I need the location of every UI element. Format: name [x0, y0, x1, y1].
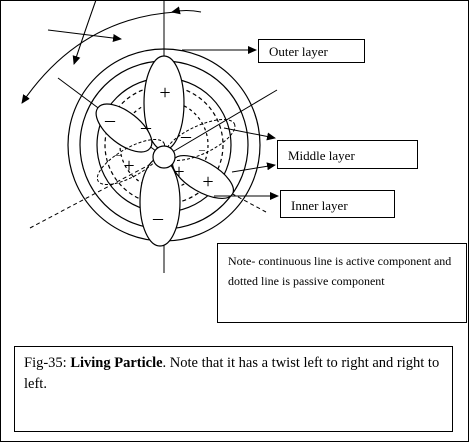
sign-plus-right: + [202, 171, 213, 193]
sign-minus-left: – [104, 109, 116, 131]
nucleus [152, 145, 176, 169]
sign-plus-top: + [159, 82, 170, 104]
middle-layer-label-text: Middle layer [288, 148, 355, 163]
petal-passive-left [96, 138, 166, 186]
sign-minus-center-right: – [180, 125, 192, 147]
dotted-diagonal-left [29, 156, 165, 229]
inner-layer-label-text: Inner layer [291, 198, 348, 213]
small-mark-right: – [198, 142, 206, 156]
figure-caption: Fig-35: Living Particle. Note that it ha… [14, 346, 453, 432]
legend-note: Note- continuous line is active componen… [217, 243, 467, 323]
caption-fig-number: Fig-35: [24, 355, 67, 371]
twist-arc-top-right [171, 6, 202, 15]
twist-arrow-horizontal [47, 29, 122, 42]
diagonal-line-right [163, 89, 278, 158]
middle-layer-leader-2 [231, 162, 276, 173]
sign-plus-left: + [123, 155, 134, 177]
twist-arc-left [72, 0, 97, 65]
sign-plus-center: + [173, 161, 184, 183]
inner-layer-label: Inner layer [280, 190, 395, 218]
outer-layer-label: Outer layer [258, 39, 365, 63]
caption-text: . Note that it has a twist left to right… [24, 355, 440, 392]
legend-note-text: Note- continuous line is active componen… [228, 254, 452, 288]
sign-minus-center-left: – [140, 116, 152, 138]
middle-layer-label: Middle layer [277, 140, 418, 169]
caption-title: Living Particle [70, 355, 163, 371]
middle-layer-leader [223, 127, 276, 141]
twist-arc-large [21, 11, 177, 104]
petal-upper-left [95, 103, 153, 153]
sign-minus-bottom: – [152, 207, 164, 229]
small-mark-left: – [114, 147, 122, 161]
outer-layer-label-text: Outer layer [269, 44, 328, 59]
